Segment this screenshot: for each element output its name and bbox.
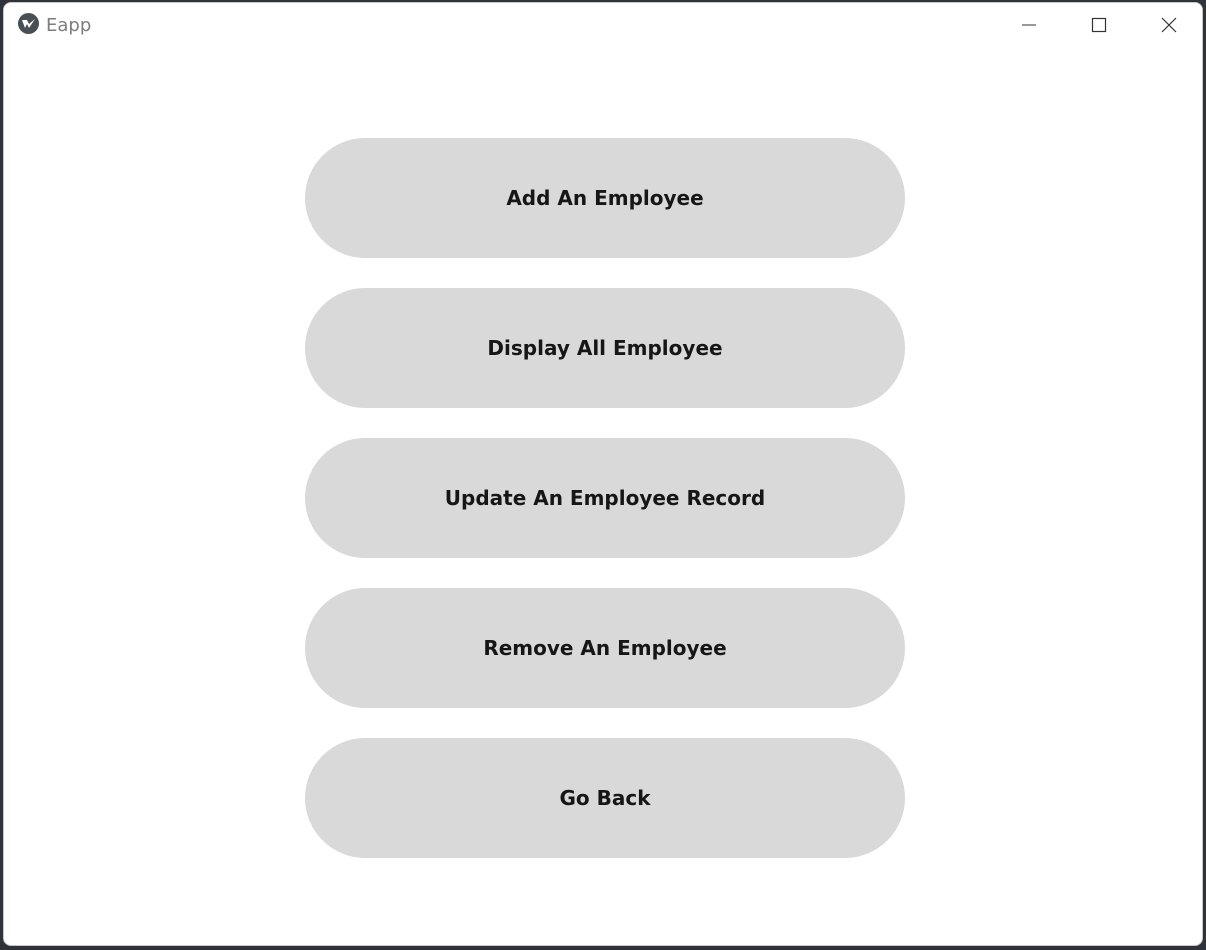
minimize-button[interactable] xyxy=(994,3,1064,47)
go-back-button[interactable]: Go Back xyxy=(305,738,905,858)
remove-employee-button[interactable]: Remove An Employee xyxy=(305,588,905,708)
kivy-app-icon xyxy=(18,13,39,34)
maximize-button[interactable] xyxy=(1064,3,1134,47)
close-button[interactable] xyxy=(1134,3,1202,47)
minimize-icon xyxy=(1022,24,1036,26)
close-icon xyxy=(1161,17,1177,33)
title-bar[interactable]: Eapp xyxy=(4,3,1202,47)
display-all-employee-button[interactable]: Display All Employee xyxy=(305,288,905,408)
maximize-icon xyxy=(1091,17,1107,33)
window-title: Eapp xyxy=(46,15,92,36)
app-window: Eapp Add An Employee Display All Employe… xyxy=(3,2,1203,946)
update-employee-record-button[interactable]: Update An Employee Record xyxy=(305,438,905,558)
main-content: Add An Employee Display All Employee Upd… xyxy=(4,47,1202,945)
add-employee-button[interactable]: Add An Employee xyxy=(305,138,905,258)
